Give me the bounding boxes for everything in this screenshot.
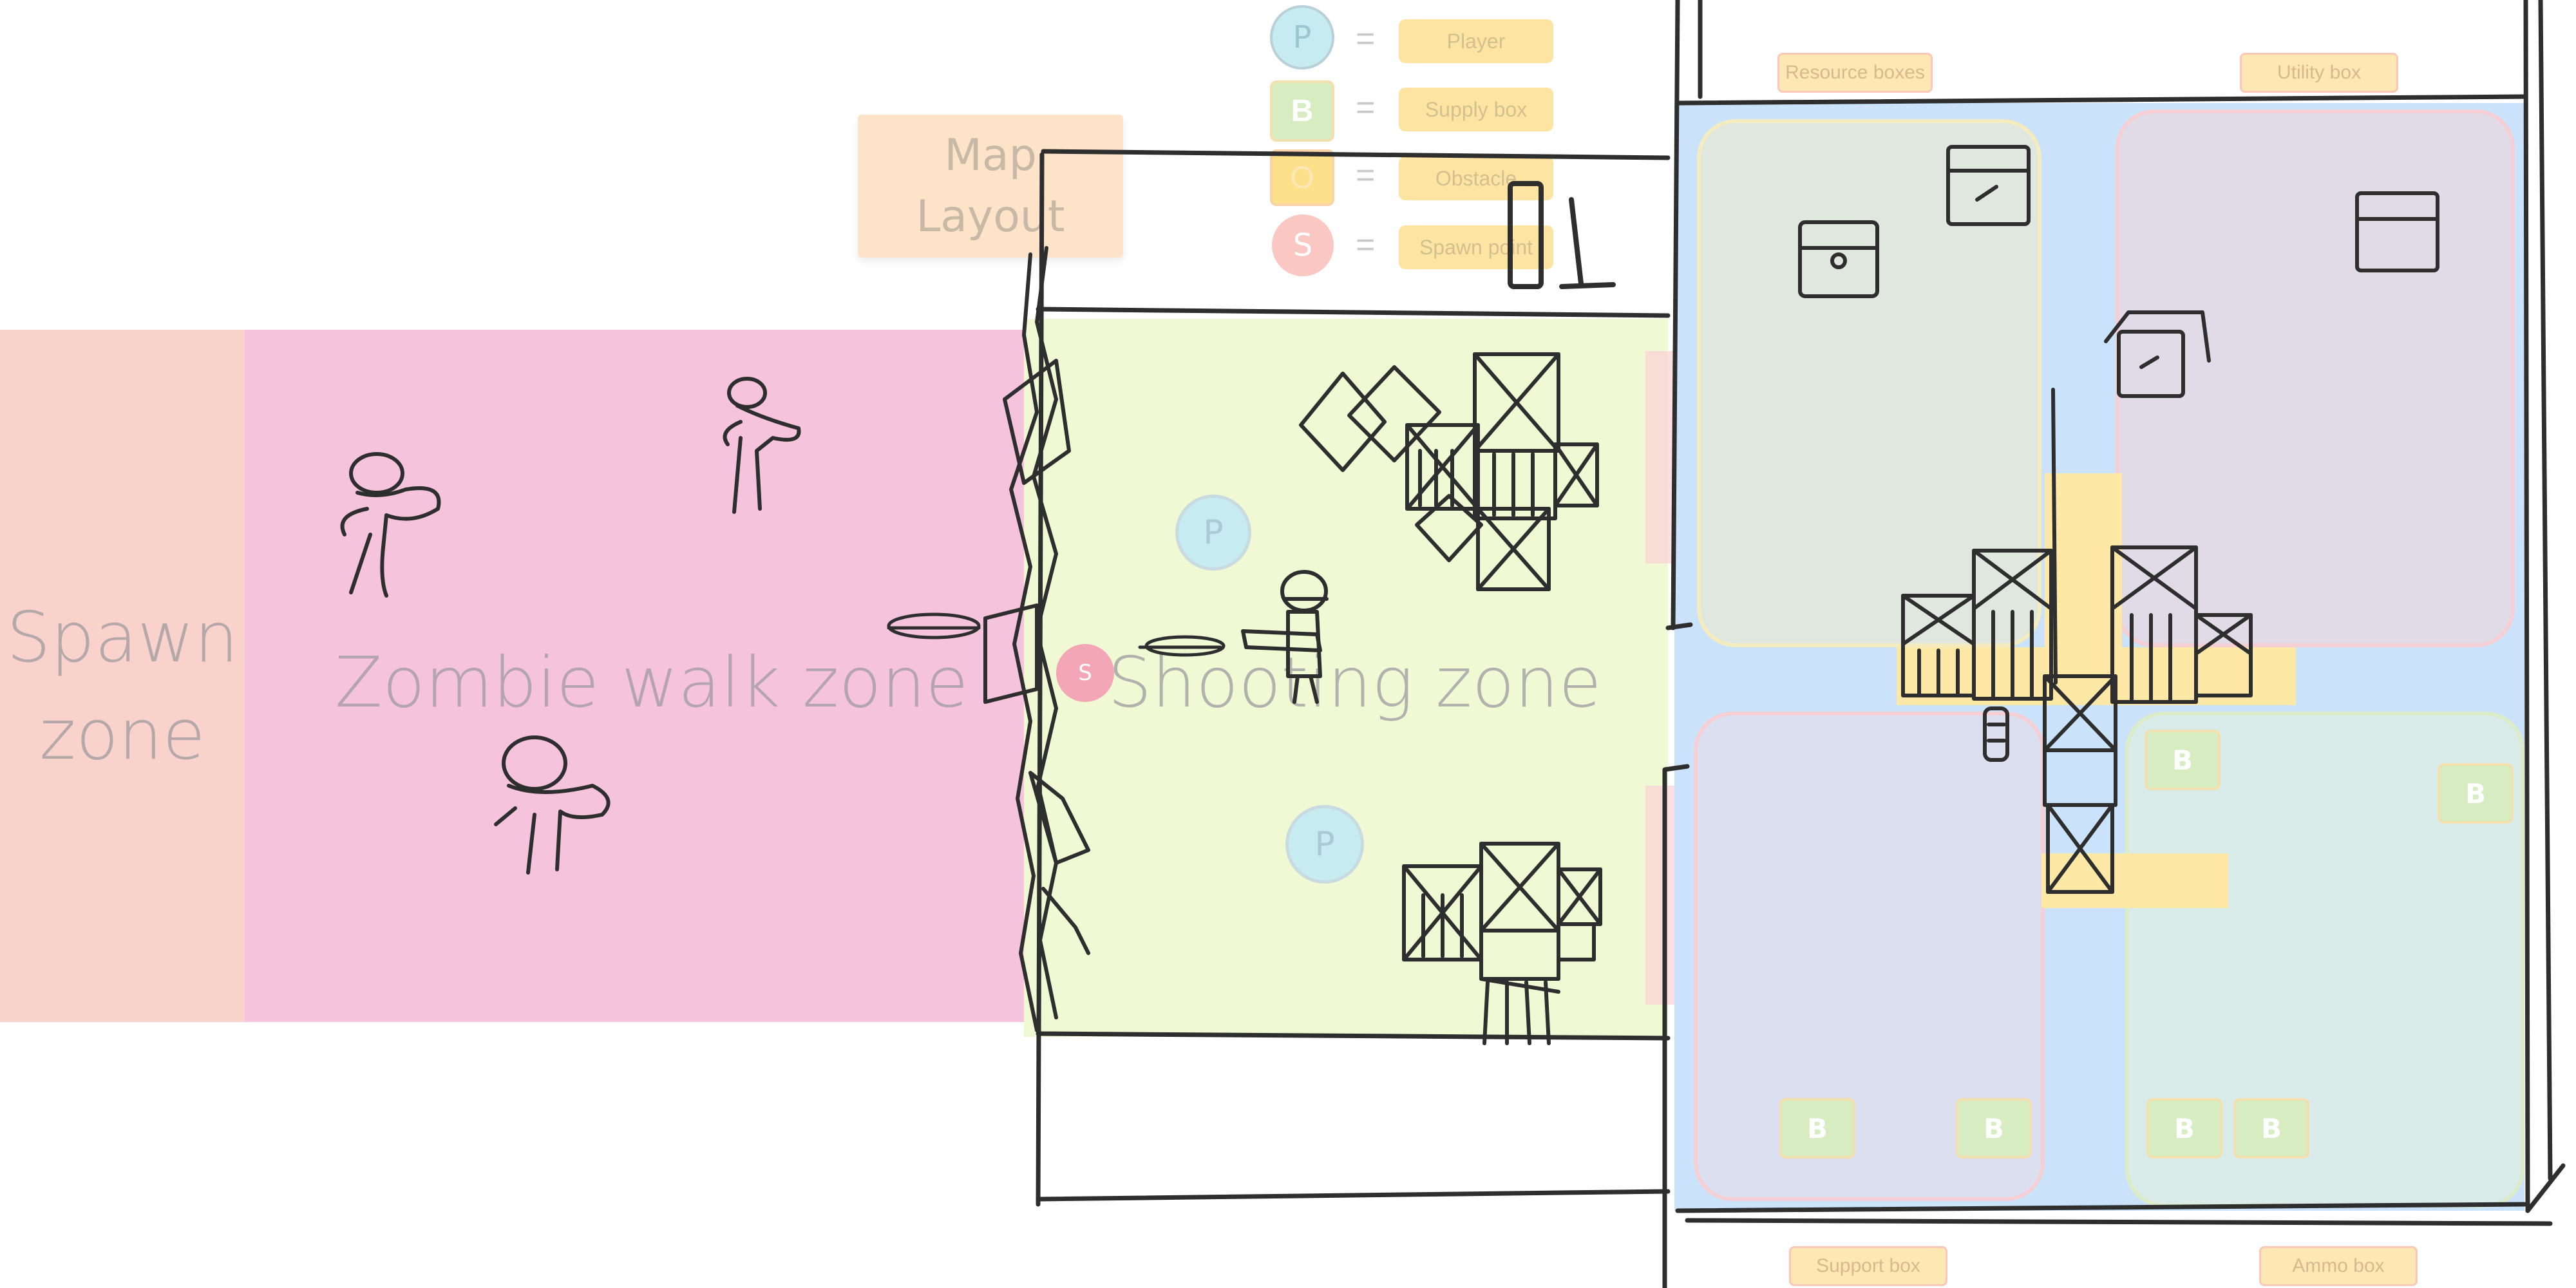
map-frame <box>1036 0 2566 1288</box>
player-marker-icon: P <box>1270 5 1334 70</box>
legend-equals: = <box>1356 156 1376 194</box>
legend-equals: = <box>1356 20 1376 57</box>
resource-boxes-tag: Resource boxes <box>1777 53 1933 93</box>
zombie-figure <box>340 377 801 875</box>
supply-box-icon: B <box>1270 80 1334 142</box>
storage-crates <box>1901 388 2253 894</box>
supply-box[interactable]: B <box>2146 1098 2222 1159</box>
crate-cluster <box>1299 352 1599 591</box>
supply-box[interactable]: B <box>2233 1098 2309 1159</box>
zombie-walk-zone-label: Zombie walk zone <box>335 643 969 723</box>
obstacle-marker-icon: O <box>1270 149 1334 206</box>
spawn-zone <box>0 330 245 1022</box>
support-box-tag: Support box <box>1789 1246 1947 1286</box>
spawn-zone-label: Spawn zone <box>6 598 239 776</box>
spawn-point-icon: S <box>1272 214 1334 276</box>
center-corridor-obstacle <box>2045 473 2122 679</box>
soldier-figure <box>1241 570 1329 704</box>
supply-box[interactable]: B <box>2145 730 2221 790</box>
player-marker[interactable]: P <box>1285 805 1364 884</box>
chest-icon <box>1798 145 2439 398</box>
zombie-walk-zone <box>245 330 1024 1022</box>
spawn-point-marker[interactable]: S <box>1056 644 1114 702</box>
sketch-gate-icon <box>1508 181 1616 289</box>
bullet-trail <box>887 612 1226 657</box>
lower-obstacle <box>2041 853 2228 908</box>
barricade-wall <box>983 246 1090 1032</box>
legend-spawn-point-label: Spawn point <box>1399 225 1553 269</box>
legend-equals: = <box>1356 226 1376 263</box>
shooting-zone <box>1024 319 1668 1037</box>
supply-box[interactable]: B <box>1956 1098 2032 1159</box>
player-marker[interactable]: P <box>1175 495 1251 571</box>
ammo-box-tag: Ammo box <box>2259 1246 2418 1286</box>
supply-box[interactable]: B <box>1779 1098 1855 1159</box>
legend-equals: = <box>1356 89 1376 126</box>
legend-supply-label: Supply box <box>1399 88 1553 131</box>
legend-player-label: Player <box>1399 19 1553 63</box>
crate-cluster <box>1402 842 1602 1045</box>
supply-box[interactable]: B <box>2438 763 2514 824</box>
utility-box-tag: Utility box <box>2240 53 2398 93</box>
legend-obstacle-label: Obstacle <box>1399 156 1553 200</box>
